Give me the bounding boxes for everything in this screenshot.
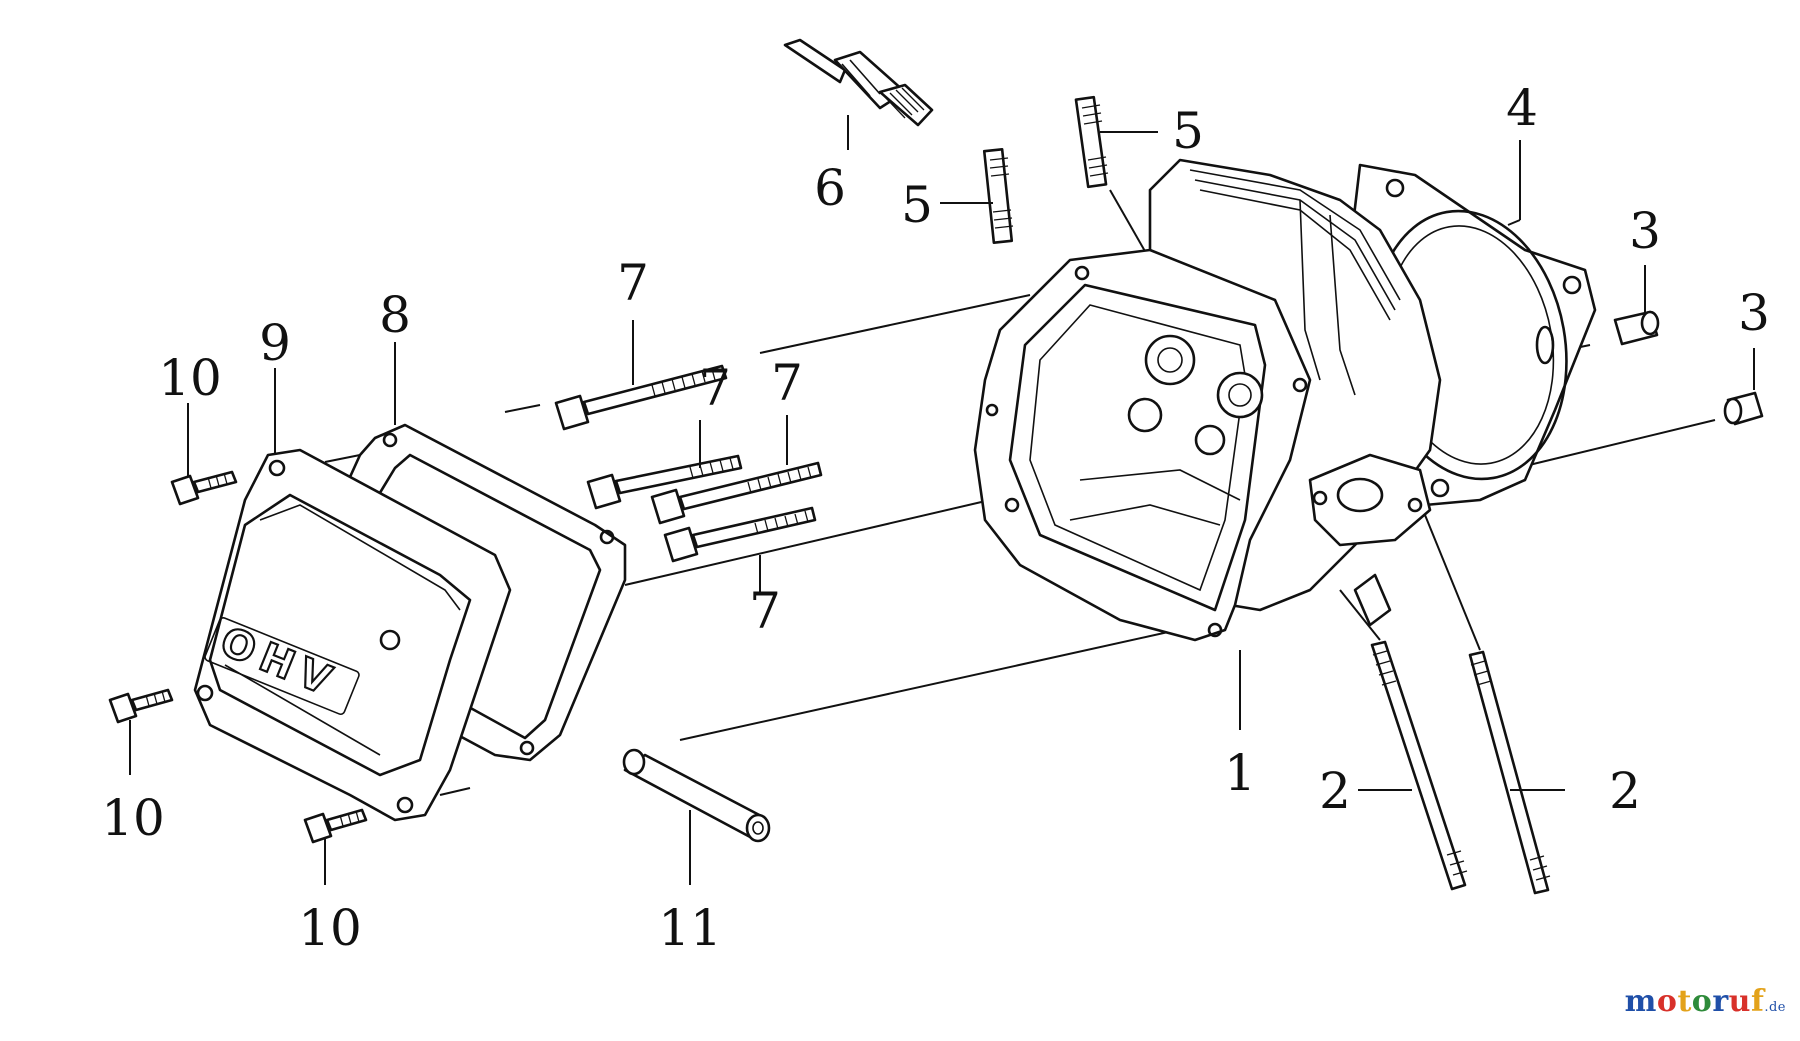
callout-6: 6 — [814, 159, 846, 217]
watermark-letter: m — [1624, 984, 1657, 1019]
cylinder-stud-right — [1074, 95, 1109, 189]
spark-plug — [783, 38, 934, 127]
head-stud-right — [1468, 650, 1551, 895]
head-stud-left — [1370, 640, 1468, 891]
callout-7-top: 7 — [617, 254, 649, 312]
callout-2-right: 2 — [1609, 762, 1641, 820]
callout-8: 8 — [379, 286, 411, 344]
watermark-letter: t — [1677, 984, 1692, 1019]
callout-7-right: 7 — [771, 354, 803, 412]
callout-11: 11 — [658, 899, 722, 957]
watermark-letter: o — [1656, 984, 1678, 1019]
head-bolt-2 — [586, 454, 743, 510]
callout-5-left: 5 — [901, 176, 933, 234]
cover-bolt-lower-right — [303, 808, 368, 844]
dowel-pin-upper — [1613, 310, 1660, 346]
site-watermark: motoruf.de — [1625, 984, 1786, 1019]
callout-5-right: 5 — [1172, 102, 1204, 160]
watermark-letter: f — [1750, 984, 1765, 1019]
callout-9: 9 — [259, 314, 291, 372]
callout-1: 1 — [1224, 744, 1256, 802]
callout-10-lower: 10 — [298, 899, 362, 957]
watermark-letter: o — [1691, 984, 1713, 1019]
callout-7-lower: 7 — [749, 582, 781, 640]
valve-cover: OHV — [193, 448, 512, 822]
callout-labels: 1 2 2 3 3 4 5 5 6 7 7 7 7 7 8 9 10 10 10… — [101, 79, 1770, 957]
breather-tube — [622, 748, 771, 843]
head-bolt-3 — [650, 461, 823, 525]
cover-bolt-upper — [170, 470, 238, 506]
cover-bolt-lower-left — [108, 688, 174, 724]
leader-lines — [129, 115, 1755, 885]
watermark-letter: r — [1712, 984, 1729, 1019]
callout-10-left: 10 — [101, 789, 165, 847]
callout-3-lower: 3 — [1738, 284, 1770, 342]
callout-10-upper: 10 — [158, 349, 222, 407]
callout-7-mid: 7 — [699, 359, 731, 417]
head-bolt-4 — [663, 506, 817, 563]
watermark-tld: .de — [1764, 1000, 1786, 1015]
callout-3-upper: 3 — [1629, 202, 1661, 260]
dowel-pin-lower — [1723, 391, 1764, 426]
cylinder-stud-left — [982, 148, 1014, 244]
callout-4: 4 — [1506, 79, 1538, 137]
head-bolt-1 — [554, 364, 728, 431]
callout-2-left: 2 — [1319, 762, 1351, 820]
cylinder-head — [973, 158, 1442, 642]
watermark-letter: u — [1728, 984, 1751, 1019]
